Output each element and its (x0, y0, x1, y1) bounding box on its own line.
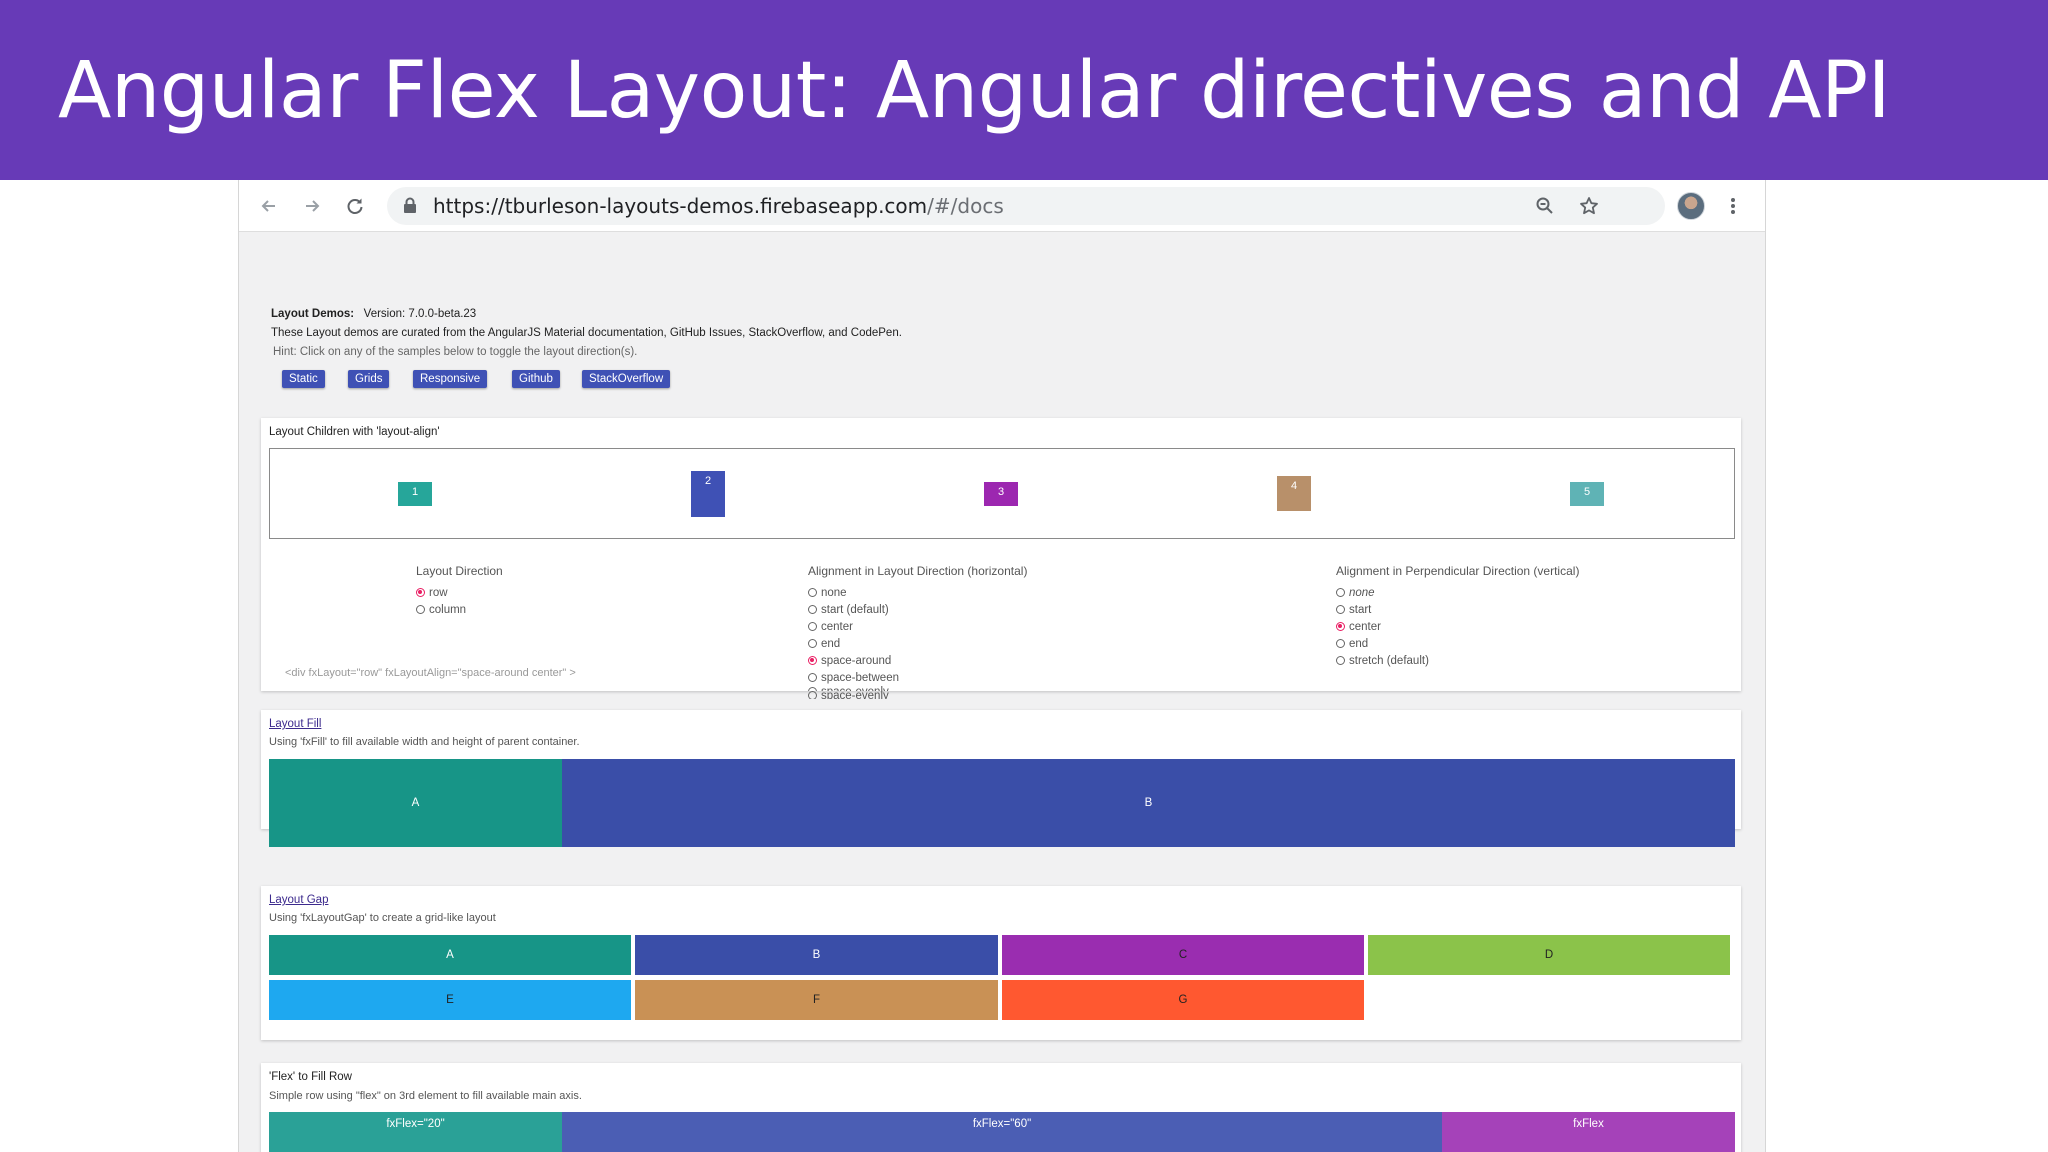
layout-align-title: Layout Children with 'layout-align' (269, 426, 440, 438)
forward-icon[interactable] (294, 188, 330, 224)
fill-block-a[interactable]: A (269, 759, 562, 847)
gap-block-a[interactable]: A (269, 935, 631, 975)
menu-dots-icon[interactable] (1715, 188, 1751, 224)
horizontal-start-radio[interactable]: start (default) (808, 603, 889, 617)
align-box-2: 2 (691, 471, 725, 517)
reload-icon[interactable] (337, 188, 373, 224)
horizontal-space-evenly-radio[interactable]: space-evenly (808, 685, 889, 691)
flex-block-60[interactable]: fxFlex="60" (562, 1112, 1442, 1152)
flex-fill-card: 'Flex' to Fill Row Simple row using "fle… (261, 1063, 1741, 1152)
vertical-stretch-radio[interactable]: stretch (default) (1336, 654, 1429, 668)
radio-icon (808, 588, 817, 597)
horizontal-end-radio[interactable]: end (808, 637, 840, 651)
radio-icon (416, 605, 425, 614)
browser-toolbar: https://tburleson-layouts-demos.firebase… (239, 180, 1765, 232)
layout-gap-card: Layout Gap Using 'fxLayoutGap' to create… (261, 886, 1741, 1040)
layout-code-snippet: <div fxLayout="row" fxLayoutAlign="space… (285, 667, 576, 679)
radio-icon (808, 605, 817, 614)
horizontal-center-radio[interactable]: center (808, 620, 853, 634)
layout-fill-subtitle: Using 'fxFill' to fill available width a… (269, 736, 580, 748)
slide-title: Angular Flex Layout: Angular directives … (58, 46, 1891, 136)
bookmark-star-icon[interactable] (1571, 188, 1607, 224)
align-box-1: 1 (398, 482, 432, 506)
vertical-start-radio[interactable]: start (1336, 603, 1371, 617)
radio-selected-icon (808, 656, 817, 665)
gap-block-e[interactable]: E (269, 980, 631, 1020)
radio-icon (1336, 588, 1345, 597)
align-box-4: 4 (1277, 476, 1311, 511)
align-box-3: 3 (984, 482, 1018, 506)
space-evenly-overflow: space-evenly (808, 691, 889, 699)
radio-selected-icon (416, 588, 425, 597)
profile-avatar[interactable] (1677, 192, 1705, 220)
layout-gap-link[interactable]: Layout Gap (269, 894, 329, 906)
layout-fill-link[interactable]: Layout Fill (269, 718, 322, 730)
flex-fill-title: 'Flex' to Fill Row (269, 1071, 352, 1083)
direction-column-radio[interactable]: column (416, 603, 466, 617)
horizontal-space-around-radio[interactable]: space-around (808, 654, 891, 668)
demo-label: Layout Demos: (271, 308, 355, 320)
vertical-heading: Alignment in Perpendicular Direction (ve… (1336, 564, 1580, 578)
radio-icon (1336, 639, 1345, 648)
demo-version-line: Layout Demos: Version: 7.0.0-beta.23 (271, 308, 476, 320)
direction-row-radio[interactable]: row (416, 586, 448, 600)
demo-version: Version: 7.0.0-beta.23 (363, 308, 477, 320)
horizontal-heading: Alignment in Layout Direction (horizonta… (808, 564, 1028, 578)
gap-block-d[interactable]: D (1368, 935, 1730, 975)
chip-static[interactable]: Static (282, 370, 325, 388)
url-host: https://tburleson-layouts-demos.firebase… (433, 194, 928, 218)
slide-banner: Angular Flex Layout: Angular directives … (0, 0, 2048, 180)
zoom-icon[interactable] (1527, 188, 1563, 224)
layout-align-card: Layout Children with 'layout-align' 1 2 … (261, 418, 1741, 691)
gap-block-b[interactable]: B (635, 935, 998, 975)
layout-align-demo[interactable]: 1 2 3 4 5 (269, 448, 1735, 539)
horizontal-none-radio[interactable]: none (808, 586, 847, 600)
address-bar[interactable]: https://tburleson-layouts-demos.firebase… (387, 187, 1665, 225)
radio-icon (808, 639, 817, 648)
lock-icon (403, 197, 417, 219)
demo-description: These Layout demos are curated from the … (271, 327, 902, 339)
layout-fill-card: Layout Fill Using 'fxFill' to fill avail… (261, 710, 1741, 847)
back-icon[interactable] (251, 188, 287, 224)
horizontal-space-between-radio[interactable]: space-between (808, 671, 899, 685)
chip-github[interactable]: Github (512, 370, 560, 388)
browser-window: https://tburleson-layouts-demos.firebase… (238, 180, 1766, 1152)
radio-icon (1336, 605, 1345, 614)
radio-selected-icon (1336, 622, 1345, 631)
flex-block-fill[interactable]: fxFlex (1442, 1112, 1735, 1152)
direction-heading: Layout Direction (416, 564, 503, 578)
page-content: Layout Demos: Version: 7.0.0-beta.23 The… (239, 232, 1765, 1152)
flex-block-20[interactable]: fxFlex="20" (269, 1112, 562, 1152)
gap-block-f[interactable]: F (635, 980, 998, 1020)
chip-responsive[interactable]: Responsive (413, 370, 488, 388)
fill-block-b[interactable]: B (562, 759, 1735, 847)
chip-grids[interactable]: Grids (348, 370, 390, 388)
radio-icon (1336, 656, 1345, 665)
chip-stackoverflow[interactable]: StackOverflow (582, 370, 671, 388)
url-text: https://tburleson-layouts-demos.firebase… (433, 194, 1004, 218)
flex-fill-subtitle: Simple row using "flex" on 3rd element t… (269, 1090, 582, 1102)
vertical-center-radio[interactable]: center (1336, 620, 1381, 634)
layout-gap-subtitle: Using 'fxLayoutGap' to create a grid-lik… (269, 912, 496, 924)
gap-block-g[interactable]: G (1002, 980, 1364, 1020)
demo-hint: Hint: Click on any of the samples below … (273, 346, 638, 358)
radio-icon (808, 622, 817, 631)
vertical-none-radio[interactable]: none (1336, 586, 1375, 600)
radio-icon (808, 691, 817, 699)
radio-icon (808, 687, 817, 691)
vertical-end-radio[interactable]: end (1336, 637, 1368, 651)
align-box-5: 5 (1570, 482, 1604, 506)
url-path: /#/docs (927, 194, 1004, 218)
gap-block-c[interactable]: C (1002, 935, 1364, 975)
radio-icon (808, 673, 817, 682)
